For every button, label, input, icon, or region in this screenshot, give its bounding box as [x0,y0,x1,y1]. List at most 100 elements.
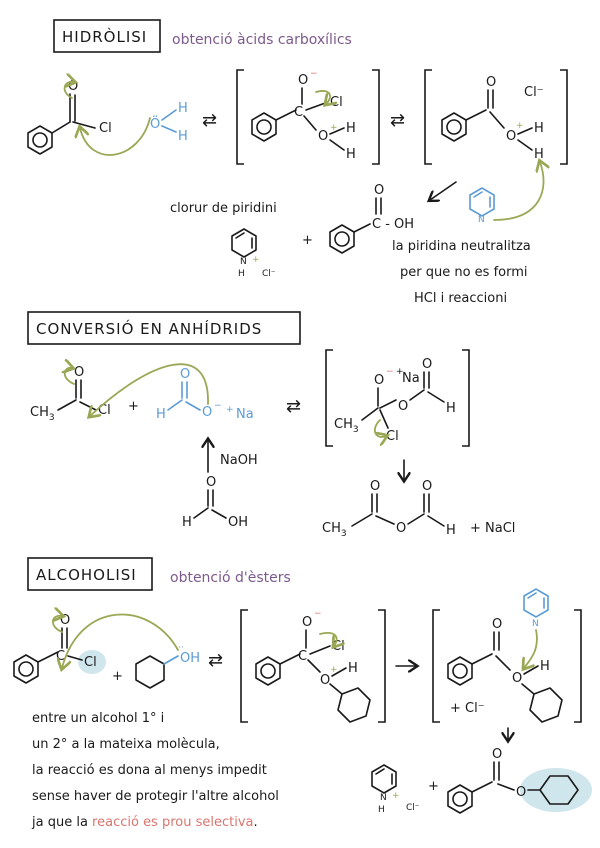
benzoyl-chloride: O Cl [27,79,112,155]
atom-h2: H [534,147,544,162]
atom-h: H [182,515,192,530]
selectivity-note-line-4: sense haver de protegir l'altre alcohol [32,789,279,804]
atom-h1: H [534,121,544,136]
aromatic-circle [452,663,468,679]
hydrolysis-heading-box [53,19,161,53]
bracket-left [325,349,333,447]
pyridinium-double-1 [375,768,385,775]
lone-pair: ·· [178,643,184,653]
methyl-label: CH [322,521,341,536]
atom-o-minus: O [302,615,312,630]
alkoxy-intermediate: C O − Cl O + H [255,609,371,723]
atom-n: N [380,793,387,803]
acetic-formic-anhydride: CH3 O O O H [322,479,456,539]
atom-o-bridge: O [398,399,408,414]
c-o-bond [375,515,395,525]
methyl-group: CH3 [334,417,359,435]
alcoholysis-heading: ALCOHOLISI [36,566,137,584]
methyl-subscript: 3 [353,425,359,435]
o-ring-bond [521,683,535,695]
atom-o-1: O [370,479,380,494]
curved-arrow-attack [90,363,209,416]
benzene-ring [251,112,277,142]
selectivity-note-line-1: entre un alcohol 1° i [32,711,164,726]
atom-c: C [56,649,65,664]
plus-sign: + [112,669,123,684]
o-c-bond [409,389,425,401]
methyl-subscript: 3 [341,529,347,539]
plus-sign: + [302,233,313,248]
atom-h: H [348,661,358,676]
o-h-bond-2 [329,139,345,151]
atom-o-minus: O [202,405,212,420]
ring-carbonyl-bond [51,121,71,134]
atom-o: O [180,367,190,382]
atom-o-plus: O [318,129,328,144]
atom-h: H [156,407,166,422]
c-o-bond [495,655,511,671]
bracket-left-1 [240,609,248,723]
aromatic-circle [256,119,272,135]
h-c-bond [193,507,209,519]
c-cl-bond [309,645,331,655]
formic-acid: H O OH [182,475,248,530]
equilibrium-arrow-2: ⇄ [390,110,405,131]
atom-o: O [486,75,496,90]
anhydride-heading: CONVERSIÓ EN ANHÍDRIDS [36,319,262,338]
ester-highlight [520,768,592,812]
selectivity-note-line-3: la reacció es dona al menys impedit [32,763,267,778]
ring-carbon-bond [471,781,493,793]
c-o-bond-2 [307,659,321,673]
byproduct-label: clorur de piridini [170,201,277,216]
methyl-subscript: 3 [49,413,55,423]
alcoholysis-heading-box [27,557,153,591]
c-o-bond-2 [303,115,317,131]
charge-plus: + [516,121,524,131]
atom-pyridine-n: N [532,619,539,629]
atom-cl: Cl [98,403,111,418]
charge-minus: − [310,69,318,79]
bracket-left-1 [236,69,244,165]
bracket-left-2 [424,69,432,165]
benzene-ring [255,656,281,686]
bracket-right-2 [560,69,568,165]
atom-cl: Cl [99,121,112,136]
chloride-ion: Cl⁻ [524,85,544,100]
alcoholysis-section: ALCOHOLISI obtenció d'èsters O C Cl + ··… [13,557,592,830]
cyclohexyl-ring [529,687,563,723]
sodium-formate: H O O − + Na [156,367,254,422]
o-h-bond-1 [329,127,345,135]
alcoholysis-subtitle: obtenció d'èsters [170,570,291,586]
atom-h2: H [346,147,356,162]
chloride-ion: Cl⁻ [406,803,420,813]
charge-plus: + [330,665,338,675]
c-cl-bond [72,121,96,129]
ring-carbonyl-bond [37,651,59,663]
atom-o: O [374,183,384,198]
hydrolysis-section: HIDRÒLISI obtenció àcids carboxílics O C… [27,19,568,306]
note-highlight: reacció es prou selectiva [92,815,253,830]
atom-o: O [492,617,502,632]
methyl-carbonyl-bond [57,399,77,411]
protonated-acid: O O + H H Cl⁻ [441,75,544,162]
acetyl-chloride: CH3 O Cl [30,365,111,423]
atom-h: H [446,401,456,416]
atom-water-h2: H [178,129,188,144]
atom-o: O [492,747,502,762]
atom-h: H [378,805,385,815]
charge-plus: + [226,405,234,415]
o-h-bond [331,667,347,677]
methyl-label: CH [334,417,353,432]
pyridine-ring [469,187,495,217]
c-h-bond [427,515,445,527]
atom-c: C [298,649,307,664]
hydroxyl: OH [180,651,200,666]
atom-c: C [294,105,303,120]
pyridinium-ring [231,228,257,258]
c-o-bridge-bond [379,399,397,409]
atom-o: O [422,357,432,372]
note-prefix: ja que la [31,815,92,830]
benzene-ring [329,224,355,254]
c-oh-bond [163,655,179,665]
curved-arrow-deprotonation [524,629,538,668]
